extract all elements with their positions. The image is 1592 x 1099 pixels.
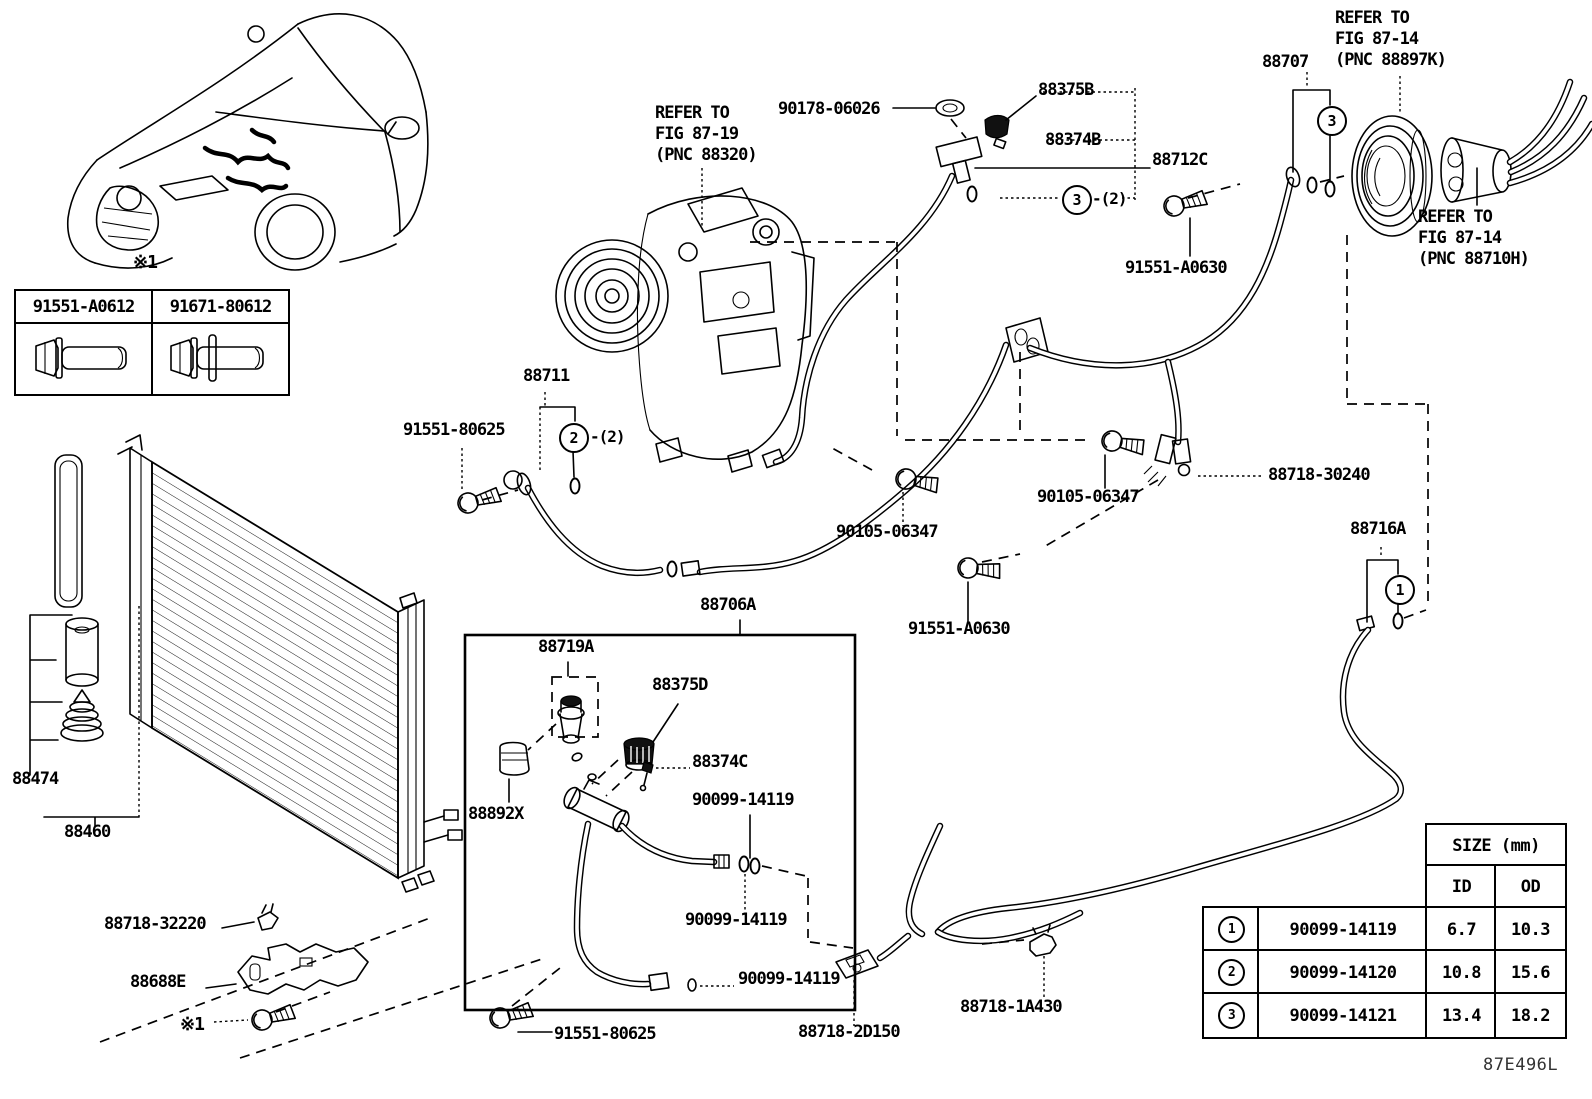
size-row-2-badge: 2 bbox=[1202, 949, 1261, 996]
part-label-88892X: 88892X bbox=[468, 804, 524, 824]
size-row-3-id: 13.4 bbox=[1425, 992, 1498, 1039]
drier-tube bbox=[563, 773, 854, 992]
size-badge-3b: 3 bbox=[1317, 106, 1347, 136]
part-label-88375D: 88375D bbox=[652, 675, 708, 695]
table-badge-2: 2 bbox=[1218, 959, 1245, 986]
part-label-88718-32220: 88718-32220 bbox=[104, 914, 207, 934]
part-label-90099-14119-mid: 90099-14119 bbox=[685, 910, 788, 930]
part-label-90178-06026: 90178-06026 bbox=[778, 99, 881, 119]
badge-2-text: 2 bbox=[569, 429, 579, 447]
part-label-88474: 88474 bbox=[12, 769, 59, 789]
part-label-refer-fig87-14-k: REFER TO FIG 87-14 (PNC 88897K) bbox=[1335, 8, 1447, 70]
part-label-88706A: 88706A bbox=[700, 595, 756, 615]
part-label-90105-06347-left: 90105-06347 bbox=[836, 522, 939, 542]
grommet-receiver-illustration bbox=[1346, 76, 1592, 619]
part-label-91551-A0630-upper: 91551-A0630 bbox=[1125, 258, 1228, 278]
cap-88375D bbox=[623, 703, 679, 771]
flange-bolt-washer-icon bbox=[169, 334, 264, 382]
part-label-refer-fig87-14-h: REFER TO FIG 87-14 (PNC 88710H) bbox=[1418, 207, 1530, 269]
qty-annotation-2a: -(2) bbox=[1092, 189, 1128, 208]
badge-3b-text: 3 bbox=[1327, 112, 1337, 130]
middle-bolts bbox=[750, 241, 1147, 623]
part-label-90099-14119-bottom: 90099-14119 bbox=[738, 969, 841, 989]
size-badge-3-qty: 3 bbox=[1062, 185, 1092, 215]
bolt-table-divider bbox=[151, 291, 153, 394]
car-illustration bbox=[67, 13, 429, 271]
part-label-88718-30240: 88718-30240 bbox=[1268, 465, 1371, 485]
badge-1-text: 1 bbox=[1395, 581, 1405, 599]
part-label-90099-14119-top: 90099-14119 bbox=[692, 790, 795, 810]
size-row-3-part: 90099-14121 bbox=[1257, 992, 1429, 1039]
part-label-88374B: 88374B bbox=[1045, 130, 1101, 150]
part-label-91551-80625-upper: 91551-80625 bbox=[403, 420, 506, 440]
charge-valve-88719A bbox=[557, 695, 585, 744]
size-table-id-header: ID bbox=[1425, 864, 1498, 910]
size-row-1-od: 10.3 bbox=[1494, 906, 1567, 953]
size-table-title: SIZE (mm) bbox=[1425, 823, 1567, 868]
size-row-3-badge: 3 bbox=[1202, 992, 1261, 1039]
qty-annotation-2b: -(2) bbox=[590, 427, 626, 446]
part-label-88460: 88460 bbox=[64, 822, 111, 842]
part-label-90105-06347-right: 90105-06347 bbox=[1037, 487, 1140, 507]
hose-assembly bbox=[503, 95, 1049, 578]
clamp-88718-30240 bbox=[1143, 433, 1192, 487]
bolt-drawing-2 bbox=[153, 324, 288, 392]
part-label-88375B: 88375B bbox=[1038, 80, 1094, 100]
leader-88707 bbox=[1292, 72, 1336, 198]
liquid-pipe-88716A bbox=[835, 547, 1405, 1026]
part-label-88711: 88711 bbox=[523, 366, 570, 386]
bracket-88688E-group bbox=[99, 903, 561, 1059]
bolt-table-header-1: 91551-A0612 bbox=[16, 291, 151, 324]
condenser-illustration bbox=[117, 434, 463, 893]
size-row-1-part: 90099-14119 bbox=[1257, 906, 1429, 953]
clip-88718-1A430 bbox=[981, 924, 1057, 1000]
inset-box-88706A bbox=[463, 619, 857, 1012]
bolt-table-header-2: 91671-80612 bbox=[153, 291, 288, 324]
leader-88711 bbox=[454, 392, 576, 517]
asterisk-note-bottom: ※1 bbox=[180, 1014, 205, 1035]
badge-3-text: 3 bbox=[1072, 191, 1082, 209]
part-label-88712C: 88712C bbox=[1152, 150, 1208, 170]
leader-88712C bbox=[974, 88, 1151, 200]
part-label-88716A: 88716A bbox=[1350, 519, 1406, 539]
size-table-od-header: OD bbox=[1494, 864, 1567, 910]
valve-core-88374C bbox=[639, 761, 690, 792]
cap-88892X bbox=[499, 741, 530, 803]
part-label-refer-fig87-19: REFER TO FIG 87-19 (PNC 88320) bbox=[655, 103, 758, 165]
size-row-1-id: 6.7 bbox=[1425, 906, 1498, 953]
size-row-2-od: 15.6 bbox=[1494, 949, 1567, 996]
size-row-1-badge: 1 bbox=[1202, 906, 1261, 953]
bolt-reference-table: 91551-A0612 91671-80612 bbox=[14, 289, 290, 396]
right-pipe-assembly bbox=[1026, 166, 1345, 549]
compressor-illustration bbox=[555, 168, 815, 473]
part-label-88718-2D150: 88718-2D150 bbox=[798, 1022, 901, 1042]
part-label-88374C: 88374C bbox=[692, 752, 748, 772]
figure-code: 87E496L bbox=[1483, 1055, 1559, 1075]
asterisk-note-top: ※1 bbox=[133, 252, 158, 273]
part-label-88707: 88707 bbox=[1262, 52, 1309, 72]
part-label-91551-A0630-lower: 91551-A0630 bbox=[908, 619, 1011, 639]
part-label-88719A: 88719A bbox=[538, 637, 594, 657]
receiver-drier-parts bbox=[29, 454, 140, 827]
hose-size-table: SIZE (mm) ID OD 1 90099-14119 6.7 10.3 2… bbox=[1202, 823, 1567, 1039]
size-badge-1: 1 bbox=[1385, 575, 1415, 605]
clamp-88718-2D150 bbox=[835, 949, 879, 1026]
size-row-3-od: 18.2 bbox=[1494, 992, 1567, 1039]
part-label-88718-1A430: 88718-1A430 bbox=[960, 997, 1063, 1017]
part-label-88688E: 88688E bbox=[130, 972, 186, 992]
part-label-91551-80625-lower: 91551-80625 bbox=[554, 1024, 657, 1044]
flange-bolt-icon bbox=[34, 337, 127, 379]
table-badge-3: 3 bbox=[1218, 1002, 1245, 1029]
bolt-drawing-1 bbox=[16, 324, 151, 392]
table-badge-1: 1 bbox=[1218, 916, 1245, 943]
size-badge-2: 2 bbox=[559, 423, 589, 453]
size-row-2-part: 90099-14120 bbox=[1257, 949, 1429, 996]
size-row-2-id: 10.8 bbox=[1425, 949, 1498, 996]
